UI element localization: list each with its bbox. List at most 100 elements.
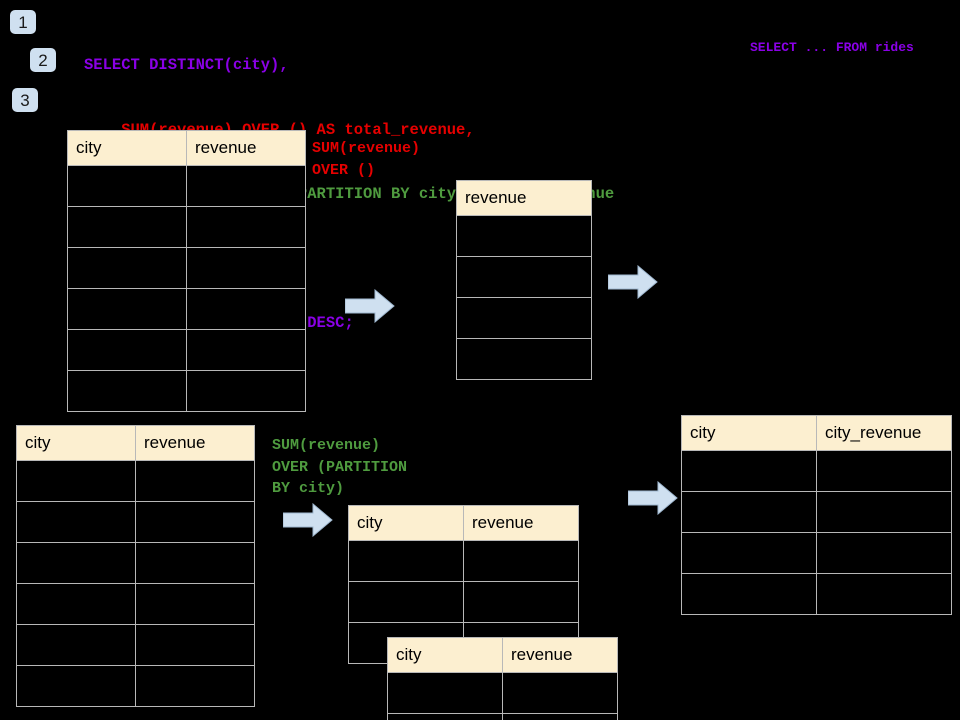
table-row [387, 713, 618, 720]
table-row [681, 450, 952, 492]
cell-city [16, 460, 136, 502]
cell-city [348, 581, 464, 623]
annotation-total-window: SUM(revenue) OVER () [312, 140, 421, 179]
table-row [348, 540, 579, 582]
cell-revenue [463, 581, 579, 623]
cell-revenue [502, 713, 618, 720]
cell-city [16, 542, 136, 584]
cell-city [16, 624, 136, 666]
table-row [348, 581, 579, 623]
cell-city [16, 583, 136, 625]
table-row [67, 370, 306, 412]
result-table: city city_revenue [681, 415, 952, 615]
table-header-row: city city_revenue [681, 415, 952, 451]
table-row [456, 297, 592, 339]
rides-source-table-bottom: city revenue [16, 425, 255, 707]
cell-revenue [135, 583, 255, 625]
table-header-row: revenue [456, 180, 592, 216]
column-header-revenue: revenue [463, 505, 579, 541]
table-row [16, 460, 255, 502]
arrow-source-to-partition [283, 503, 333, 537]
arrow-source-to-total [345, 289, 395, 323]
table-row [681, 491, 952, 533]
table-row [681, 532, 952, 574]
table-row [67, 206, 306, 248]
side-note-select-from-rides: SELECT ... FROM rides [750, 40, 914, 55]
table-row [16, 542, 255, 584]
cell-revenue [456, 297, 592, 339]
cell-city [681, 532, 817, 574]
table-row [67, 288, 306, 330]
sql-line-select: SELECT DISTINCT(city), [84, 56, 289, 74]
arrow-partition-to-result [628, 481, 678, 515]
cell-city [67, 329, 187, 371]
table-header-row: city revenue [16, 425, 255, 461]
cell-revenue [186, 165, 306, 207]
cell-city [387, 672, 503, 714]
table-row [67, 329, 306, 371]
arrow-total-to-result [608, 265, 658, 299]
table-row [67, 165, 306, 207]
partition-group-table-front: city revenue [387, 637, 618, 720]
cell-revenue [463, 540, 579, 582]
table-row [16, 665, 255, 707]
total-revenue-table: revenue [456, 180, 592, 380]
table-header-row: city revenue [348, 505, 579, 541]
table-row [456, 338, 592, 380]
cell-city-revenue [816, 450, 952, 492]
column-header-revenue: revenue [502, 637, 618, 673]
cell-revenue [186, 288, 306, 330]
cell-city-revenue [816, 532, 952, 574]
cell-revenue [135, 501, 255, 543]
cell-city [16, 665, 136, 707]
table-header-row: city revenue [67, 130, 306, 166]
table-row [16, 583, 255, 625]
cell-city [67, 247, 187, 289]
table-row [681, 573, 952, 615]
cell-city [681, 450, 817, 492]
cell-city [67, 165, 187, 207]
column-header-city: city [681, 415, 817, 451]
step-badge-3: 3 [12, 88, 38, 112]
cell-revenue [135, 624, 255, 666]
column-header-city: city [348, 505, 464, 541]
partition-group-table-back: city revenue [348, 505, 579, 664]
column-header-city: city [16, 425, 136, 461]
column-header-city: city [67, 130, 187, 166]
table-row [67, 247, 306, 289]
cell-revenue [186, 329, 306, 371]
cell-city [16, 501, 136, 543]
cell-city [681, 491, 817, 533]
cell-revenue [186, 247, 306, 289]
cell-revenue [456, 338, 592, 380]
cell-city [67, 206, 187, 248]
cell-city-revenue [816, 491, 952, 533]
cell-city [348, 540, 464, 582]
table-row [456, 256, 592, 298]
column-header-revenue: revenue [186, 130, 306, 166]
table-row [456, 215, 592, 257]
column-header-city: city [387, 637, 503, 673]
cell-revenue [186, 370, 306, 412]
step-badge-2: 2 [30, 48, 56, 72]
table-header-row: city revenue [387, 637, 618, 673]
cell-revenue [456, 215, 592, 257]
cell-revenue [135, 460, 255, 502]
annotation-partition-window: SUM(revenue) OVER (PARTITION BY city) [272, 437, 408, 497]
cell-city-revenue [816, 573, 952, 615]
column-header-revenue: revenue [135, 425, 255, 461]
column-header-revenue: revenue [456, 180, 592, 216]
step-badge-1: 1 [10, 10, 36, 34]
cell-city [387, 713, 503, 720]
cell-city [67, 288, 187, 330]
cell-city [681, 573, 817, 615]
table-row [16, 501, 255, 543]
table-row [387, 672, 618, 714]
cell-revenue [135, 542, 255, 584]
cell-revenue [135, 665, 255, 707]
rides-source-table-top: city revenue [67, 130, 306, 412]
cell-revenue [502, 672, 618, 714]
table-row [16, 624, 255, 666]
column-header-city-revenue: city_revenue [816, 415, 952, 451]
